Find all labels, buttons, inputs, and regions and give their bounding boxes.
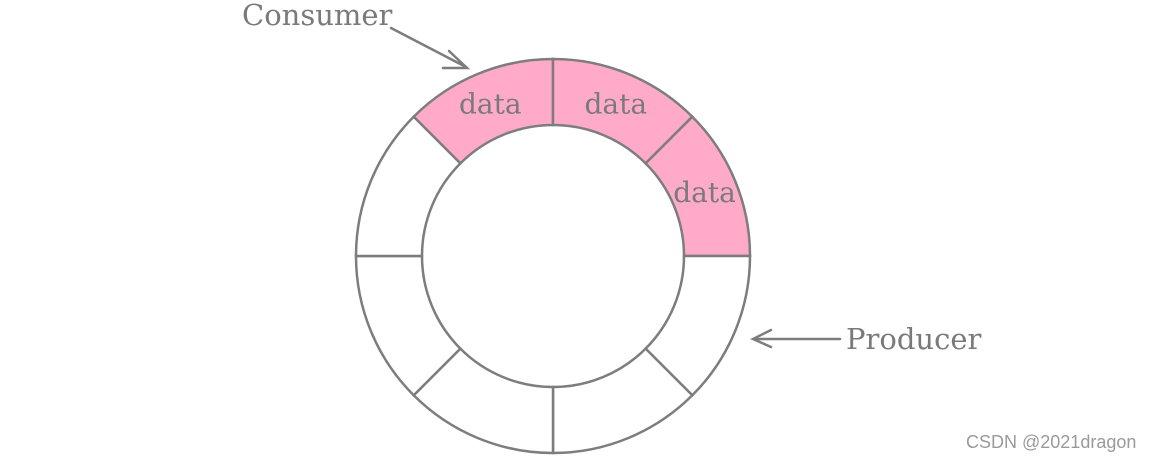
producer-arrow xyxy=(750,328,842,349)
consumer-arrow xyxy=(389,26,471,70)
ring-buffer: data data data xyxy=(354,57,752,455)
watermark: CSDN @2021dragon xyxy=(966,432,1137,452)
empty-slot xyxy=(354,114,463,258)
slot-data-label: data xyxy=(459,87,522,120)
producer-label: Producer xyxy=(846,322,981,356)
consumer-label: Consumer xyxy=(242,0,393,32)
slot-data-label: data xyxy=(673,176,736,209)
slot-data-label: data xyxy=(584,87,647,120)
